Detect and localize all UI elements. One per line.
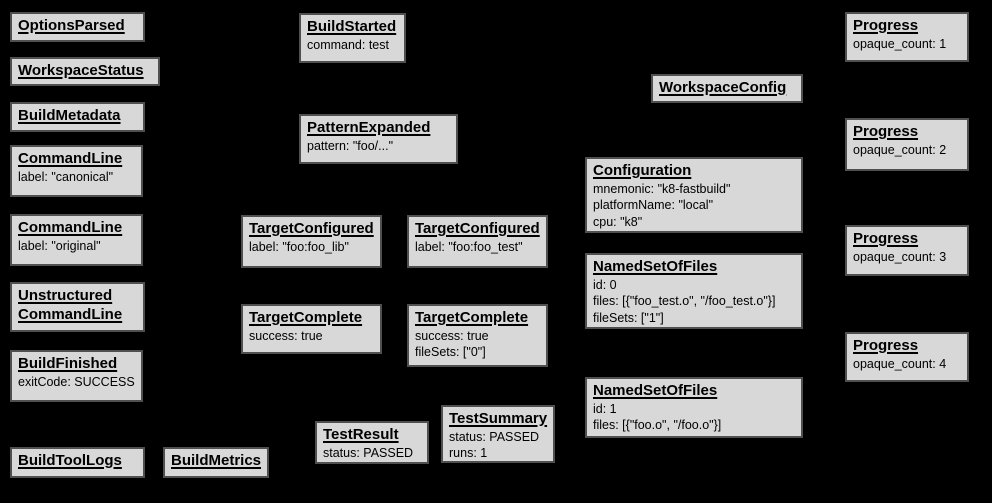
- event-box-unstructured-command-line: Unstructured CommandLine: [10, 282, 145, 332]
- event-field: id: 1: [593, 401, 617, 416]
- event-title: Progress: [853, 230, 919, 247]
- event-field: status: PASSED: [449, 429, 540, 444]
- event-box-target-complete-foo-lib: TargetComplete success: true: [241, 304, 382, 354]
- event-title: NamedSetOfFiles: [593, 382, 718, 399]
- event-title: WorkspaceStatus: [18, 62, 144, 79]
- event-box-build-started: BuildStarted command: test: [299, 13, 406, 63]
- event-title: PatternExpanded: [307, 119, 431, 136]
- event-title: BuildFinished: [18, 355, 118, 372]
- event-box-named-set-of-files-1: NamedSetOfFiles id: 1 files: [{"foo.o", …: [585, 377, 803, 438]
- event-title: BuildToolLogs: [18, 452, 122, 469]
- event-field: opaque_count: 2: [853, 142, 947, 157]
- event-box-build-metadata: BuildMetadata: [10, 102, 145, 132]
- event-box-workspace-status: WorkspaceStatus: [10, 57, 160, 86]
- event-title: OptionsParsed: [18, 17, 125, 34]
- event-title: TargetConfigured: [249, 220, 374, 237]
- event-field: label: "original": [18, 238, 101, 253]
- event-box-named-set-of-files-0: NamedSetOfFiles id: 0 files: [{"foo_test…: [585, 253, 803, 329]
- event-box-command-line-canonical: CommandLine label: "canonical": [10, 145, 143, 197]
- event-field: fileSets: ["0"]: [415, 345, 486, 360]
- event-title: Progress: [853, 17, 919, 34]
- event-box-target-complete-foo-test: TargetComplete success: true fileSets: […: [407, 304, 548, 367]
- event-box-progress-4: Progress opaque_count: 4: [845, 332, 969, 382]
- event-title: CommandLine: [18, 150, 123, 167]
- event-box-progress-1: Progress opaque_count: 1: [845, 12, 969, 62]
- event-box-target-configured-foo-test: TargetConfigured label: "foo:foo_test": [407, 215, 548, 268]
- event-title: Configuration: [593, 162, 692, 179]
- event-title: Progress: [853, 337, 919, 354]
- event-box-progress-2: Progress opaque_count: 2: [845, 118, 969, 171]
- event-field: fileSets: ["1"]: [593, 310, 664, 325]
- event-field: files: [{"foo.o", "/foo.o"}]: [593, 418, 722, 433]
- event-field: label: "canonical": [18, 169, 114, 184]
- event-title: BuildMetadata: [18, 107, 121, 124]
- event-field: platformName: "local": [593, 198, 714, 213]
- event-box-configuration: Configuration mnemonic: "k8-fastbuild" p…: [585, 157, 803, 233]
- event-box-workspace-config: WorkspaceConfig: [651, 74, 803, 103]
- event-box-build-metrics: BuildMetrics: [163, 447, 269, 478]
- event-field: success: true: [415, 328, 489, 343]
- event-box-progress-3: Progress opaque_count: 3: [845, 225, 969, 276]
- event-title: WorkspaceConfig: [659, 79, 787, 96]
- event-field: command: test: [307, 37, 389, 52]
- event-box-command-line-original: CommandLine label: "original": [10, 214, 143, 266]
- event-title: BuildStarted: [307, 18, 397, 35]
- event-title: BuildMetrics: [171, 452, 262, 469]
- event-title: TargetComplete: [249, 309, 363, 326]
- event-field: opaque_count: 3: [853, 249, 947, 264]
- event-field: status: PASSED: [323, 445, 414, 460]
- event-title: Progress: [853, 123, 919, 140]
- event-field: label: "foo:foo_test": [415, 239, 523, 254]
- event-field: pattern: "foo/...": [307, 138, 394, 153]
- event-field: label: "foo:foo_lib": [249, 239, 349, 254]
- event-field: opaque_count: 1: [853, 36, 947, 51]
- event-box-test-summary: TestSummary status: PASSED runs: 1: [441, 405, 555, 463]
- event-title: Unstructured CommandLine: [18, 287, 123, 323]
- event-field: opaque_count: 4: [853, 356, 947, 371]
- event-box-pattern-expanded: PatternExpanded pattern: "foo/...": [299, 114, 458, 164]
- event-title: TestSummary: [449, 410, 548, 427]
- event-title: TargetComplete: [415, 309, 529, 326]
- event-title: NamedSetOfFiles: [593, 258, 718, 275]
- event-field: success: true: [249, 328, 323, 343]
- event-field: mnemonic: "k8-fastbuild": [593, 181, 731, 196]
- event-box-options-parsed: OptionsParsed: [10, 12, 145, 42]
- event-field: runs: 1: [449, 446, 488, 461]
- event-field: id: 0: [593, 277, 617, 292]
- event-box-test-result: TestResult status: PASSED: [315, 421, 429, 464]
- event-field: files: [{"foo_test.o", "/foo_test.o"}]: [593, 294, 776, 309]
- event-box-target-configured-foo-lib: TargetConfigured label: "foo:foo_lib": [241, 215, 382, 268]
- event-box-build-tool-logs: BuildToolLogs: [10, 447, 145, 478]
- event-field: cpu: "k8": [593, 214, 643, 229]
- event-box-build-finished: BuildFinished exitCode: SUCCESS: [10, 350, 143, 402]
- event-field: exitCode: SUCCESS: [18, 374, 135, 389]
- event-title: TargetConfigured: [415, 220, 540, 237]
- event-title: CommandLine: [18, 219, 123, 236]
- event-title: TestResult: [323, 426, 399, 443]
